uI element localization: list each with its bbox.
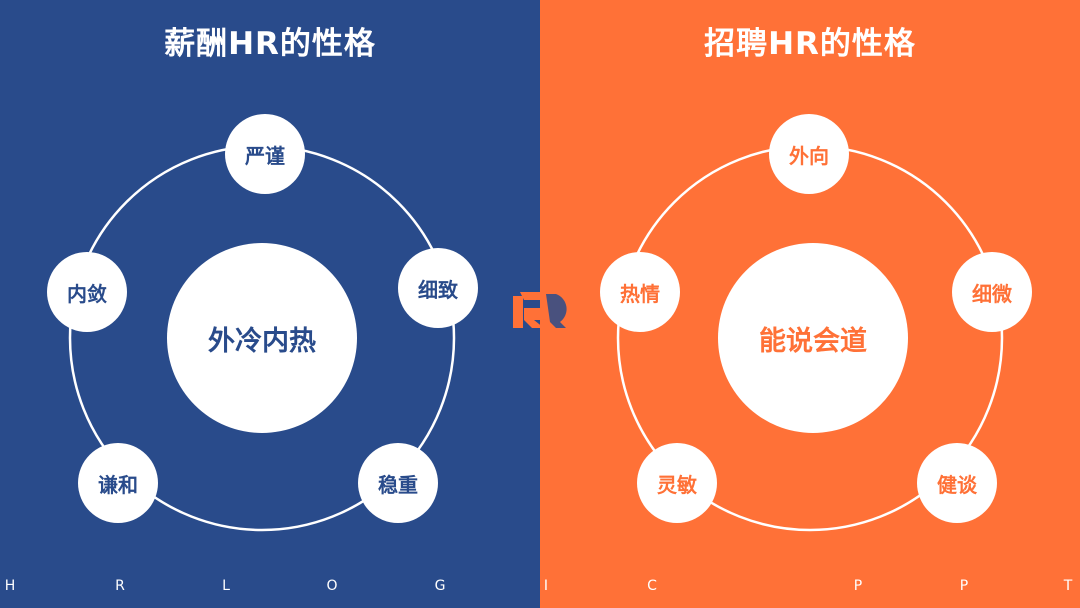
footer-letter: P bbox=[853, 578, 863, 594]
right-node-label: 外向 bbox=[789, 143, 829, 168]
right-node-label: 灵敏 bbox=[657, 472, 697, 497]
footer-letter: G bbox=[434, 578, 446, 594]
left-node-right: 细致 bbox=[398, 248, 478, 328]
right-node-bottom-left: 灵敏 bbox=[637, 443, 717, 523]
left-title: 薪酬HR的性格 bbox=[164, 26, 376, 62]
footer-letter: L bbox=[222, 578, 230, 594]
footer-letter-strip: H R L O G I C P P T bbox=[0, 578, 1080, 600]
left-node-bottom-right: 稳重 bbox=[358, 443, 438, 523]
footer-letter: I bbox=[543, 578, 549, 594]
left-node-left: 内敛 bbox=[47, 252, 127, 332]
right-panel: 招聘HR的性格 能说会道 外向 细微 健谈 灵敏 热情 bbox=[540, 0, 1080, 608]
right-node-label: 健谈 bbox=[937, 472, 977, 497]
footer-letter: R bbox=[115, 578, 125, 594]
left-node-bottom-left: 谦和 bbox=[78, 443, 158, 523]
left-node-label: 细致 bbox=[418, 277, 458, 302]
left-node-label: 谦和 bbox=[98, 472, 138, 497]
hr-logo-icon bbox=[513, 292, 567, 328]
left-node-top: 严谨 bbox=[225, 114, 305, 194]
left-panel: 薪酬HR的性格 外冷内热 严谨 细致 稳重 谦和 内敛 bbox=[0, 0, 540, 608]
left-center-label: 外冷内热 bbox=[208, 325, 316, 357]
right-node-right: 细微 bbox=[952, 252, 1032, 332]
right-node-label: 细微 bbox=[972, 281, 1012, 306]
left-node-label: 稳重 bbox=[378, 472, 418, 497]
right-node-bottom-right: 健谈 bbox=[917, 443, 997, 523]
footer-letter: O bbox=[326, 578, 338, 594]
footer-letter: C bbox=[647, 578, 657, 594]
right-node-left: 热情 bbox=[600, 252, 680, 332]
left-center-circle: 外冷内热 bbox=[167, 243, 357, 433]
footer-letter: P bbox=[959, 578, 969, 594]
right-node-label: 热情 bbox=[620, 281, 660, 306]
right-node-top: 外向 bbox=[769, 114, 849, 194]
footer-letter: T bbox=[1063, 578, 1073, 594]
footer-letter: H bbox=[4, 578, 16, 594]
left-node-label: 严谨 bbox=[245, 143, 285, 168]
right-title: 招聘HR的性格 bbox=[704, 26, 916, 62]
left-node-label: 内敛 bbox=[67, 281, 107, 306]
right-center-label: 能说会道 bbox=[759, 325, 867, 357]
right-center-circle: 能说会道 bbox=[718, 243, 908, 433]
